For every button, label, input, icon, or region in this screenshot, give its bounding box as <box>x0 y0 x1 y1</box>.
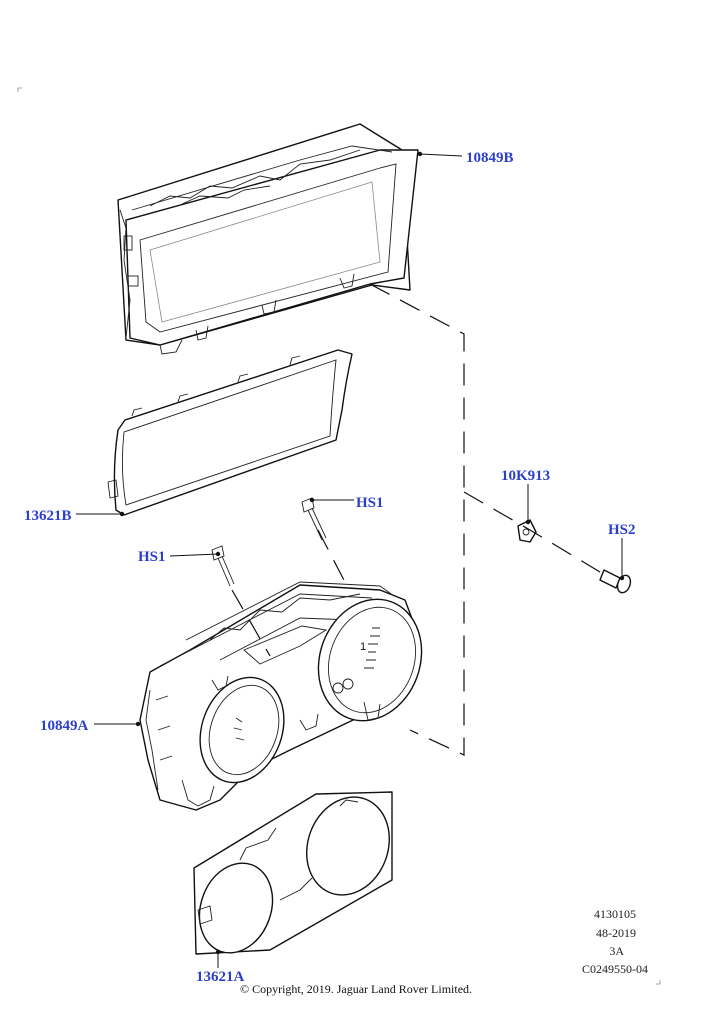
callout-13621B[interactable]: 13621B <box>24 508 72 524</box>
part-10849A-drawing: 1 <box>139 581 423 811</box>
reference-block: 4130105 48-2019 3A C0249550-04 <box>582 907 648 976</box>
corner-mark-bottom <box>656 980 661 985</box>
gauge-numeral: 1 <box>360 641 366 653</box>
corner-mark <box>17 87 22 92</box>
callout-HS2[interactable]: HS2 <box>608 522 636 538</box>
callout-10849B[interactable]: 10849B <box>466 150 514 166</box>
reference-line-4: C0249550-04 <box>582 962 648 976</box>
callout-HS1-upper[interactable]: HS1 <box>356 495 384 511</box>
part-13621A-drawing <box>193 791 393 955</box>
part-13621B-drawing <box>107 349 353 516</box>
reference-line-3: 3A <box>609 944 624 958</box>
reference-line-2: 48-2019 <box>596 926 636 940</box>
screw-HS1-upper <box>301 497 327 541</box>
reference-line-1: 4130105 <box>594 907 636 921</box>
assembly-line-fasteners <box>463 491 611 579</box>
callout-13621A[interactable]: 13621A <box>196 969 245 985</box>
screw-HS2 <box>599 569 632 594</box>
screw-HS1-lower <box>211 545 235 587</box>
callout-10849A[interactable]: 10849A <box>40 718 89 734</box>
copyright-notice: © Copyright, 2019. Jaguar Land Rover Lim… <box>240 982 472 996</box>
callout-10K913[interactable]: 10K913 <box>501 468 550 484</box>
leader-lines <box>76 151 625 968</box>
assembly-line-hs1-upper <box>317 529 347 585</box>
part-10849B-drawing <box>117 123 419 355</box>
callout-HS1-lower[interactable]: HS1 <box>138 549 166 565</box>
assembly-line-main <box>369 283 465 756</box>
assembly-line-hs1-lower <box>231 589 271 657</box>
